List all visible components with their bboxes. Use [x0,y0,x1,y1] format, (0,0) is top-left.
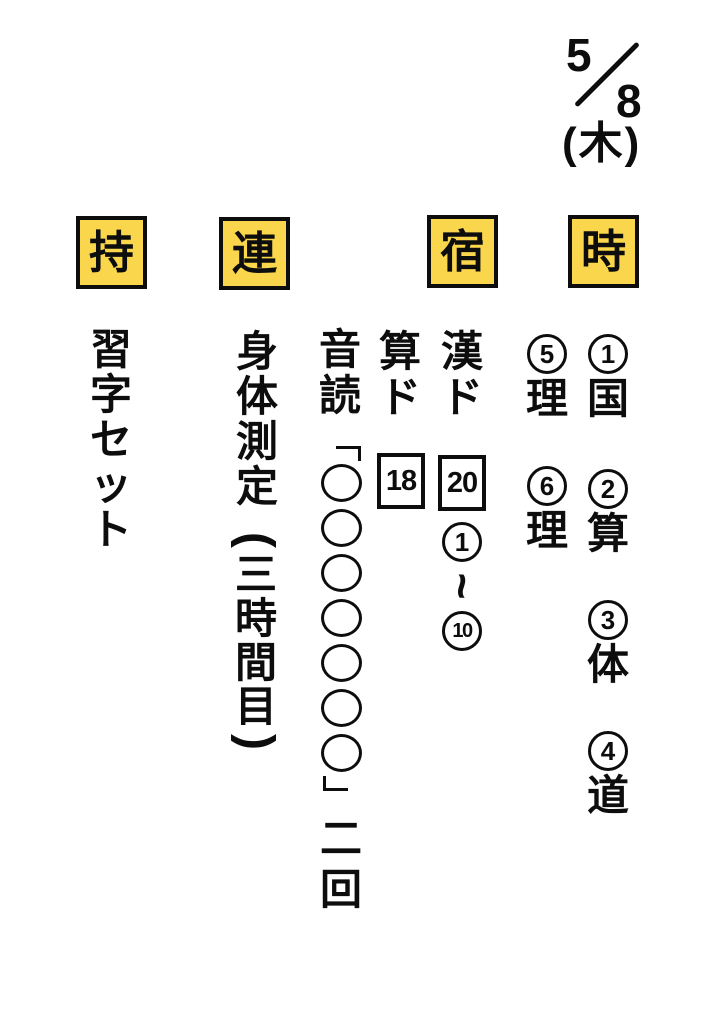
date-month: 5 [566,29,592,81]
period-number: 1 [588,334,628,374]
homework-reading-label: 音読 [318,329,362,417]
vertical-char: 算 [378,328,421,375]
vertical-char: 定 [235,463,278,510]
period-number: 6 [527,466,567,506]
vertical-char: 漢 [440,328,483,375]
homework-math-drill-label: 算ド [378,331,422,419]
vertical-char: 目 [234,683,277,730]
reading-circle [320,644,362,682]
quote-open-bracket-icon [336,446,361,461]
date-weekday: (木) [562,119,642,168]
tag-bring: 持 [76,216,147,289]
period-subject: 体 [587,641,630,688]
period-subject: 理 [526,507,569,554]
reading-circle [320,509,362,547]
vertical-char: 三 [234,551,277,598]
vertical-char: 間 [234,639,277,686]
vertical-paren-open-icon: ( [230,532,283,548]
period-number: 3 [588,600,628,640]
reading-title-circles [319,464,363,772]
date-day: 8 [616,75,642,127]
tag-notice: 連 [219,217,290,290]
period-subject: 算 [587,510,630,557]
kanji-drill-page-box: 20 [438,455,486,511]
period-entry-1: 1 国 [587,334,629,420]
kanji-drill-range-end-circle: 10 [442,611,482,651]
reading-circle [320,464,362,502]
homework-kanji-drill-label: 漢ド [440,331,484,419]
reading-circle [320,689,362,727]
vertical-char: 音 [318,326,361,373]
vertical-char: 身 [235,328,278,375]
kanji-drill-range-tilde: ~ [436,565,488,607]
quote-close-bracket-icon [323,776,348,791]
tag-timetable: 時 [568,215,639,288]
vertical-char: 読 [318,372,361,419]
notice-text: 身体測定 [235,331,279,508]
reading-circle [320,554,362,592]
period-subject: 国 [587,375,630,422]
vertical-char: セ [89,416,132,463]
vertical-char: ド [440,374,483,421]
period-number: 4 [588,731,628,771]
period-entry-6: 6 理 [526,466,568,552]
period-subject: 理 [526,375,569,422]
reading-times: 二回 [319,818,363,911]
vertical-char: 字 [89,371,132,418]
vertical-char: ッ [89,461,132,508]
vertical-char: 体 [235,373,278,420]
period-number: 2 [588,469,628,509]
period-number: 5 [527,334,567,374]
kanji-drill-range-start-circle: 1 [442,522,482,562]
notice-note-group: ( 三時間目 ) [230,528,283,754]
period-entry-4: 4 道 [587,731,629,817]
vertical-char: ト [89,506,132,553]
vertical-char: 測 [235,418,278,465]
tilde-glyph: ~ [436,572,488,600]
vertical-char: 時 [234,595,277,642]
bring-text: 習字セット [89,329,133,551]
period-entry-5: 5 理 [526,334,568,420]
notice-note: 三時間目 [235,554,277,728]
vertical-char: 二 [319,815,362,862]
math-drill-page-box: 18 [377,453,425,509]
period-entry-2: 2 算 [587,469,629,555]
vertical-char: 回 [319,866,362,913]
date-block: 5 8 (木) [552,24,712,174]
vertical-paren-close-icon: ) [230,734,283,750]
tag-homework: 宿 [427,215,498,288]
reading-circle [320,599,362,637]
period-entry-3: 3 体 [587,600,629,686]
vertical-char: ド [378,374,421,421]
vertical-char: 習 [89,326,132,373]
period-subject: 道 [587,772,630,819]
reading-circle [320,734,362,772]
